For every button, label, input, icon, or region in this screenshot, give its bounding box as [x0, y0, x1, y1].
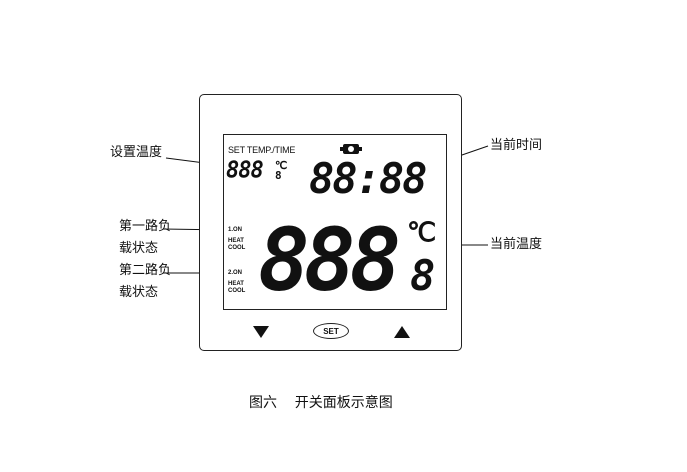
channel1-heat: HEAT	[228, 238, 244, 244]
channel1-on: 1.ON	[228, 227, 243, 233]
callout-ch2: 第二路负 载状态	[119, 263, 172, 300]
current-temp-digits: 888	[258, 211, 401, 311]
time-display: 88:88	[309, 154, 427, 203]
channel1-indicator: 1.ON HEAT COOL	[228, 227, 245, 252]
channel2-indicator: 2.ON HEAT COOL	[228, 270, 245, 295]
current-temp-unit: ℃	[407, 218, 437, 248]
set-temp-digits: 888	[226, 157, 264, 184]
callout-current-temp: 当前温度	[490, 237, 543, 252]
down-button[interactable]	[253, 326, 269, 338]
figure-caption: 图六 开关面板示意图	[249, 395, 393, 411]
callout-current-time: 当前时间	[490, 138, 543, 153]
set-temp-unit: ℃ 8	[275, 159, 288, 182]
callout-ch1: 第一路负 载状态	[119, 219, 172, 256]
current-temp-decimal: 8	[410, 251, 436, 300]
channel2-cool: COOL	[228, 288, 246, 294]
up-button[interactable]	[394, 326, 410, 338]
channel2-on: 2.ON	[228, 270, 243, 276]
callout-set-temp: 设置温度	[110, 145, 163, 160]
clock-icon	[340, 144, 362, 154]
channel2-heat: HEAT	[228, 281, 244, 287]
set-temp-label: SET TEMP./TIME	[228, 145, 296, 155]
channel1-cool: COOL	[228, 245, 246, 251]
lcd-screen	[223, 134, 447, 310]
set-button[interactable]: SET	[313, 323, 349, 339]
